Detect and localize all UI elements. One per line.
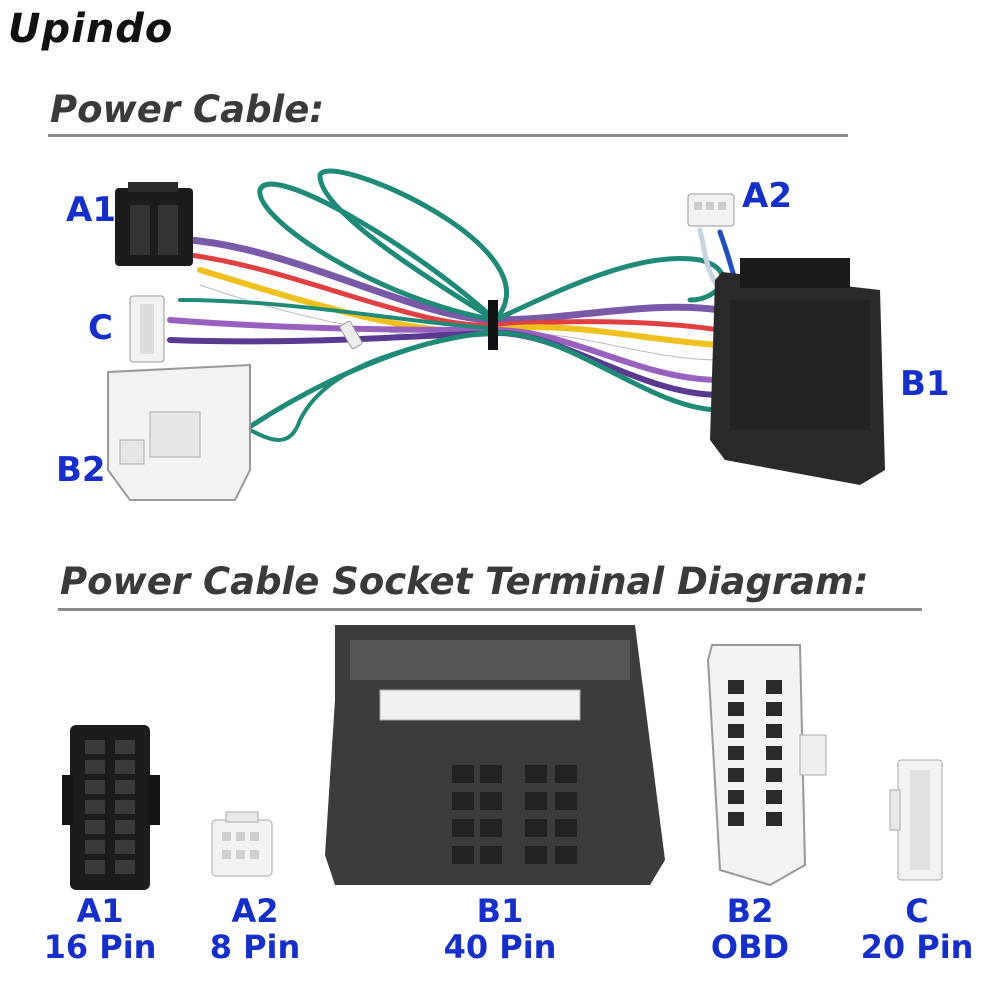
label-a1: A1 <box>66 190 116 230</box>
label-c: C <box>88 308 113 348</box>
section-title-power-cable: Power Cable: <box>50 88 325 131</box>
section-divider <box>58 608 922 611</box>
section-divider <box>48 134 848 137</box>
section-title-terminal-diagram: Power Cable Socket Terminal Diagram: <box>60 560 869 603</box>
terminal-spec: 16 Pin <box>43 928 157 966</box>
terminal-caption-c: C 20 Pin <box>842 893 992 965</box>
terminal-id: A2 <box>231 892 279 930</box>
terminal-id: B1 <box>476 892 524 930</box>
terminal-caption-a1: A1 16 Pin <box>30 893 170 965</box>
brand-logo: Upindo <box>8 6 174 52</box>
terminal-id: C <box>905 892 929 930</box>
label-a2: A2 <box>742 176 792 216</box>
terminal-spec: 20 Pin <box>860 928 974 966</box>
terminal-caption-b1: B1 40 Pin <box>420 893 580 965</box>
terminal-spec: 8 Pin <box>209 928 301 966</box>
label-b2: B2 <box>56 450 106 490</box>
label-b1: B1 <box>900 364 950 404</box>
terminal-id: B2 <box>726 892 774 930</box>
terminal-id: A1 <box>76 892 124 930</box>
terminal-spec: OBD <box>710 928 790 966</box>
terminal-caption-a2: A2 8 Pin <box>190 893 320 965</box>
terminal-spec: 40 Pin <box>443 928 557 966</box>
terminal-caption-b2: B2 OBD <box>685 893 815 965</box>
a1-connector-photo <box>115 182 193 266</box>
